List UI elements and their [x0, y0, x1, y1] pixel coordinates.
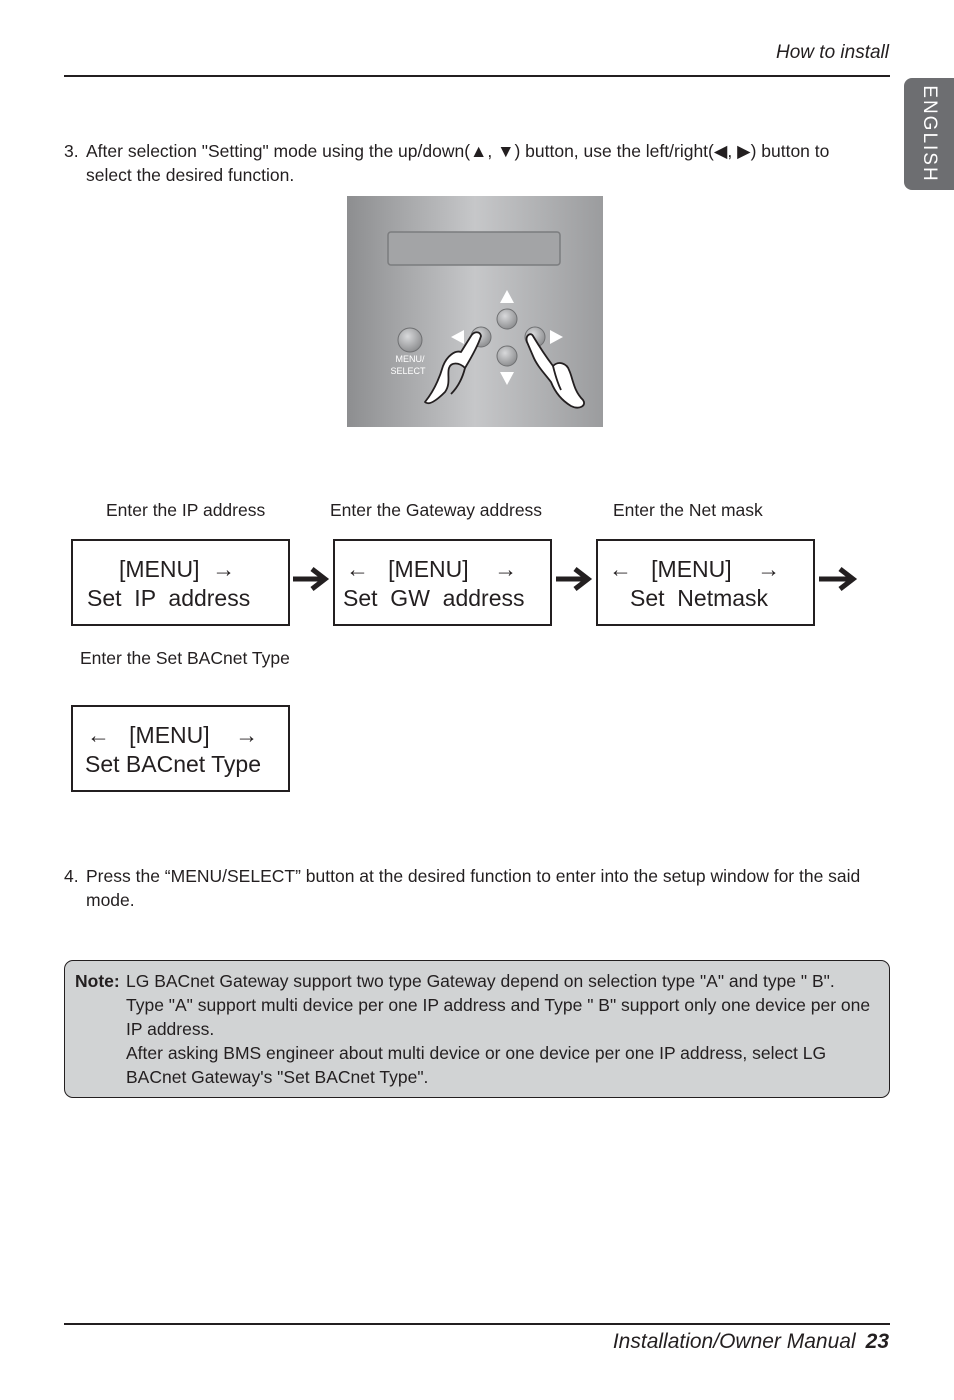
left-arrow-icon	[451, 330, 464, 344]
menu-box-line1: [MENU] →	[119, 556, 236, 582]
menu-label-line1: MENU/	[396, 354, 425, 364]
lcd-display	[387, 231, 561, 266]
note-body: LG BACnet Gateway support two type Gatew…	[126, 969, 879, 1089]
right-arrow-icon	[550, 330, 563, 344]
step-number: 3.	[64, 141, 79, 161]
device-panel-illustration: MENU/ SELECT	[347, 196, 603, 427]
menu-box-bacnet-type: ← [MENU] → Set BACnet Type	[71, 705, 290, 792]
menu-box-line2: Set GW address	[343, 585, 525, 611]
flow-arrow-icon	[556, 567, 593, 591]
step-text: Press the “MENU/SELECT” button at the de…	[86, 866, 861, 910]
step-text: After selection "Setting" mode using the…	[86, 141, 830, 185]
step-4: 4. Press the “MENU/SELECT” button at the…	[64, 864, 874, 912]
flow-arrow-icon	[293, 567, 330, 591]
caption-ip: Enter the IP address	[106, 500, 266, 520]
note-label: Note:	[75, 971, 120, 991]
footer-rule	[64, 1323, 890, 1325]
menu-box-line2: Set Netmask	[630, 585, 769, 611]
step-3: 3. After selection "Setting" mode using …	[64, 139, 874, 187]
language-tab: ENGLISH	[904, 78, 954, 190]
menu-box-line1: ← [MENU] →	[87, 722, 259, 748]
manual-title: Installation/Owner Manual	[612, 1330, 856, 1353]
footer: Installation/Owner Manual 23	[613, 1330, 889, 1354]
page-number: 23	[865, 1330, 889, 1353]
flow-arrow-icon	[819, 567, 858, 591]
menu-box-line1: ← [MENU] →	[609, 556, 781, 582]
menu-box-ip: [MENU] → Set IP address	[71, 539, 290, 626]
right-triangle-icon: ▶	[737, 141, 751, 161]
menu-label-line2: SELECT	[390, 366, 426, 376]
caption-netmask: Enter the Net mask	[613, 500, 763, 520]
note-box: Note: LG BACnet Gateway support two type…	[64, 960, 890, 1098]
up-arrow-icon	[500, 290, 514, 303]
left-hand-icon	[424, 331, 482, 405]
note-line: Type "A" support multi device per one IP…	[126, 995, 871, 1039]
step-number: 4.	[64, 866, 79, 886]
caption-bacnet-type: Enter the Set BACnet Type	[80, 648, 290, 668]
left-triangle-icon: ◀	[713, 141, 728, 161]
down-triangle-icon: ▼	[497, 141, 515, 161]
caption-gateway: Enter the Gateway address	[330, 500, 543, 520]
menu-box-line2: Set BACnet Type	[85, 751, 262, 777]
language-tab-label: ENGLISH	[919, 85, 940, 183]
right-hand-icon	[525, 333, 585, 409]
running-header: How to install	[776, 42, 889, 63]
menu-box-gateway: ← [MENU] → Set GW address	[333, 539, 552, 626]
note-line: LG BACnet Gateway support two type Gatew…	[126, 971, 835, 991]
down-arrow-icon	[500, 372, 514, 385]
header-rule	[64, 75, 890, 77]
menu-box-line2: Set IP address	[87, 585, 251, 611]
menu-box-netmask: ← [MENU] → Set Netmask	[596, 539, 815, 626]
up-button	[496, 308, 518, 330]
menu-select-button	[397, 327, 423, 353]
note-line: After asking BMS engineer about multi de…	[126, 1043, 827, 1087]
up-triangle-icon: ▲	[470, 141, 488, 161]
menu-box-line1: ← [MENU] →	[346, 556, 518, 582]
down-button	[496, 345, 518, 367]
